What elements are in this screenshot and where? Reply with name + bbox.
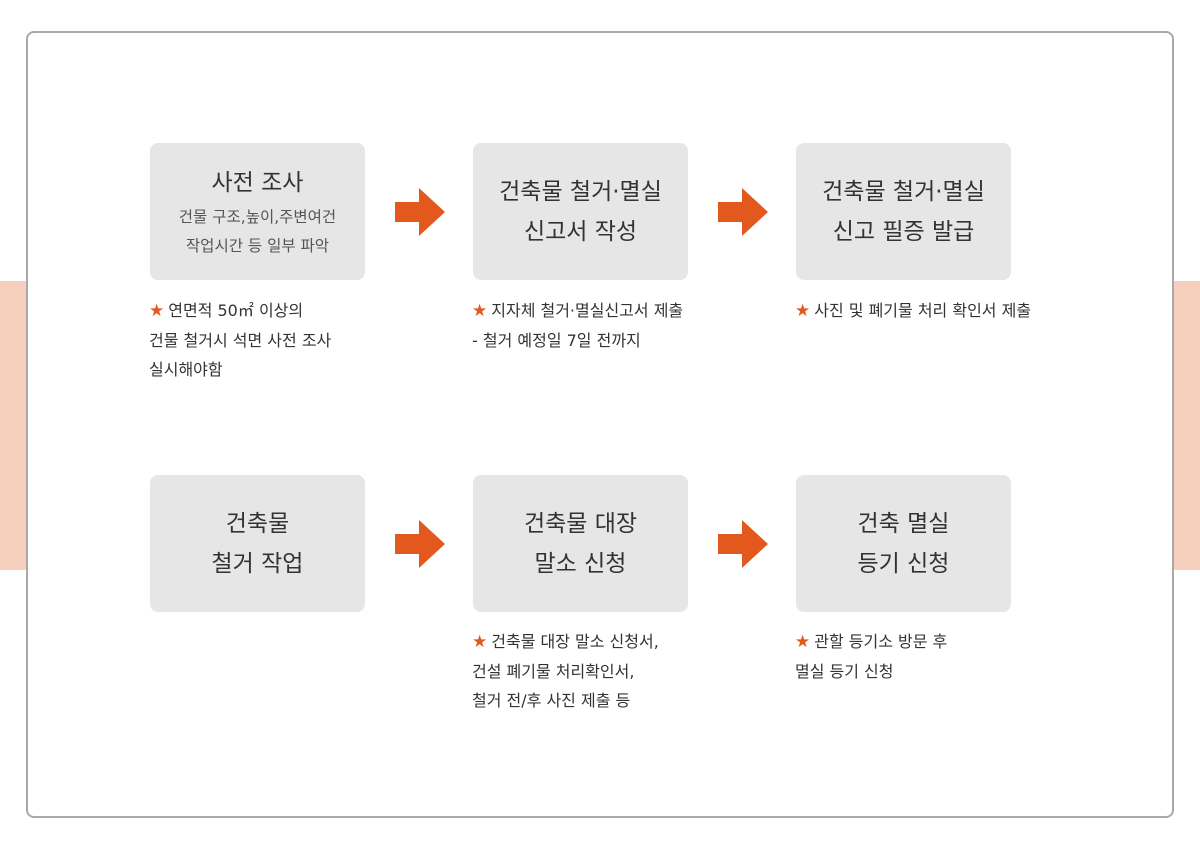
arrow-right-icon [718, 188, 768, 236]
arrow-shape [718, 188, 768, 236]
star-icon: ★ [149, 301, 165, 321]
note-text: 실시해야함 [149, 360, 223, 379]
note-text: - 철거 예정일 7일 전까지 [472, 331, 641, 350]
step-register-cancellation: 건축물 대장 말소 신청 [473, 475, 688, 612]
side-band-right [1174, 281, 1200, 570]
note-text: 관할 등기소 방문 후 [814, 632, 948, 651]
note-text: 지자체 철거·멸실신고서 제출 [491, 301, 684, 320]
step-title: 신고 필증 발급 [832, 218, 975, 245]
step-title: 사전 조사 [211, 169, 304, 196]
arrow-right-icon [395, 188, 445, 236]
step-title: 건축 멸실 [857, 510, 950, 537]
arrow-shape [395, 520, 445, 568]
note-text: 건물 철거시 석면 사전 조사 [149, 331, 332, 350]
step-title: 건축물 [225, 510, 290, 537]
star-icon: ★ [472, 632, 488, 652]
side-band-left [0, 281, 26, 570]
arrow-shape [395, 188, 445, 236]
note-text: 멸실 등기 신청 [795, 662, 894, 681]
star-icon: ★ [472, 301, 488, 321]
step-demolition-report: 건축물 철거·멸실 신고서 작성 [473, 143, 688, 280]
step-title: 말소 신청 [534, 550, 627, 577]
step-pre-survey: 사전 조사 건물 구조,높이,주변여건 작업시간 등 일부 파악 [150, 143, 365, 280]
note-text: 건축물 대장 말소 신청서, [491, 632, 659, 651]
note-certificate-issue: ★사진 및 폐기물 처리 확인서 제출 [795, 296, 1031, 326]
star-icon: ★ [795, 301, 811, 321]
note-text: 철거 전/후 사진 제출 등 [472, 691, 631, 710]
arrow-right-icon [395, 520, 445, 568]
step-title: 신고서 작성 [523, 218, 638, 245]
step-title: 등기 신청 [857, 550, 950, 577]
step-subtitle: 작업시간 등 일부 파악 [185, 236, 330, 255]
note-extinction-registration: ★관할 등기소 방문 후 멸실 등기 신청 [795, 627, 947, 686]
note-demolition-report: ★지자체 철거·멸실신고서 제출 - 철거 예정일 7일 전까지 [472, 296, 683, 355]
note-text: 건설 폐기물 처리확인서, [472, 662, 635, 681]
arrow-right-icon [718, 520, 768, 568]
step-demolition-work: 건축물 철거 작업 [150, 475, 365, 612]
step-certificate-issue: 건축물 철거·멸실 신고 필증 발급 [796, 143, 1011, 280]
note-pre-survey: ★연면적 50㎡ 이상의 건물 철거시 석면 사전 조사 실시해야함 [149, 296, 331, 384]
step-title: 건축물 철거·멸실 [499, 178, 662, 205]
step-title: 건축물 철거·멸실 [822, 178, 985, 205]
note-text: 사진 및 폐기물 처리 확인서 제출 [814, 301, 1032, 320]
step-title: 철거 작업 [211, 550, 304, 577]
step-title: 건축물 대장 [523, 510, 638, 537]
note-text: 연면적 50㎡ 이상의 [168, 301, 304, 320]
arrow-shape [718, 520, 768, 568]
step-extinction-registration: 건축 멸실 등기 신청 [796, 475, 1011, 612]
step-subtitle: 건물 구조,높이,주변여건 [178, 207, 337, 226]
star-icon: ★ [795, 632, 811, 652]
note-register-cancellation: ★건축물 대장 말소 신청서, 건설 폐기물 처리확인서, 철거 전/후 사진 … [472, 627, 659, 715]
